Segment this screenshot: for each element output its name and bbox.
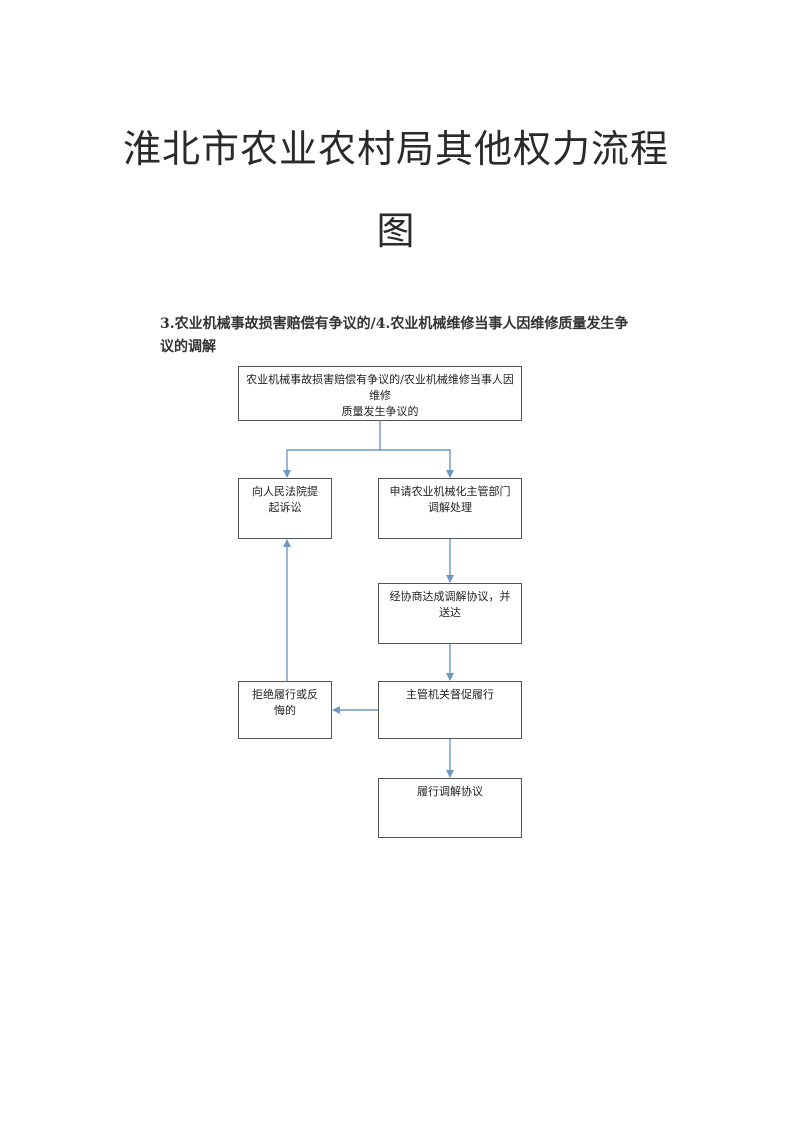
node-mediation-application: 申请农业机械化主管部门 调解处理 — [378, 478, 522, 539]
node-court-line1: 向人民法院提 — [252, 485, 318, 498]
node-dispute: 农业机械事故损害赔偿有争议的/农业机械维修当事人因维修 质量发生争议的 — [238, 366, 522, 421]
node-supervise-performance: 主管机关督促履行 — [378, 681, 522, 739]
flowchart-caption: 3.农业机械事故损害赔偿有争议的/4.农业机械维修当事人因维修质量发生争 — [160, 316, 629, 332]
flowchart-caption-continued: 议的调解 — [160, 339, 216, 355]
node-refuse-line1: 拒绝履行或反 — [252, 688, 318, 701]
node-fulfill-agreement: 履行调解协议 — [378, 778, 522, 838]
node-mediation-agreement: 经协商达成调解协议，并 送达 — [378, 583, 522, 644]
node-mediation-line2: 调解处理 — [428, 501, 472, 514]
node-refuse-line2: 悔的 — [274, 704, 296, 717]
document-title-continued: 图 — [376, 209, 416, 253]
node-court-lawsuit: 向人民法院提 起诉讼 — [238, 478, 332, 539]
node-supervise-line1: 主管机关督促履行 — [406, 688, 494, 701]
node-agreement-line2: 送达 — [439, 606, 461, 619]
node-agreement-line1: 经协商达成调解协议，并 — [389, 590, 511, 603]
node-refuse-or-renege: 拒绝履行或反 悔的 — [238, 681, 332, 739]
node-dispute-line1: 农业机械事故损害赔偿有争议的/农业机械维修当事人因维修 — [246, 373, 514, 402]
node-dispute-line2: 质量发生争议的 — [341, 405, 419, 418]
node-fulfill-line1: 履行调解协议 — [417, 785, 483, 798]
node-court-line2: 起诉讼 — [268, 501, 302, 514]
edge-dispute-to-mediation — [380, 449, 454, 478]
edge-dispute-to-court — [283, 421, 381, 478]
document-title: 淮北市农业农村局其他权力流程 — [122, 127, 669, 171]
node-mediation-line1: 申请农业机械化主管部门 — [389, 485, 511, 498]
